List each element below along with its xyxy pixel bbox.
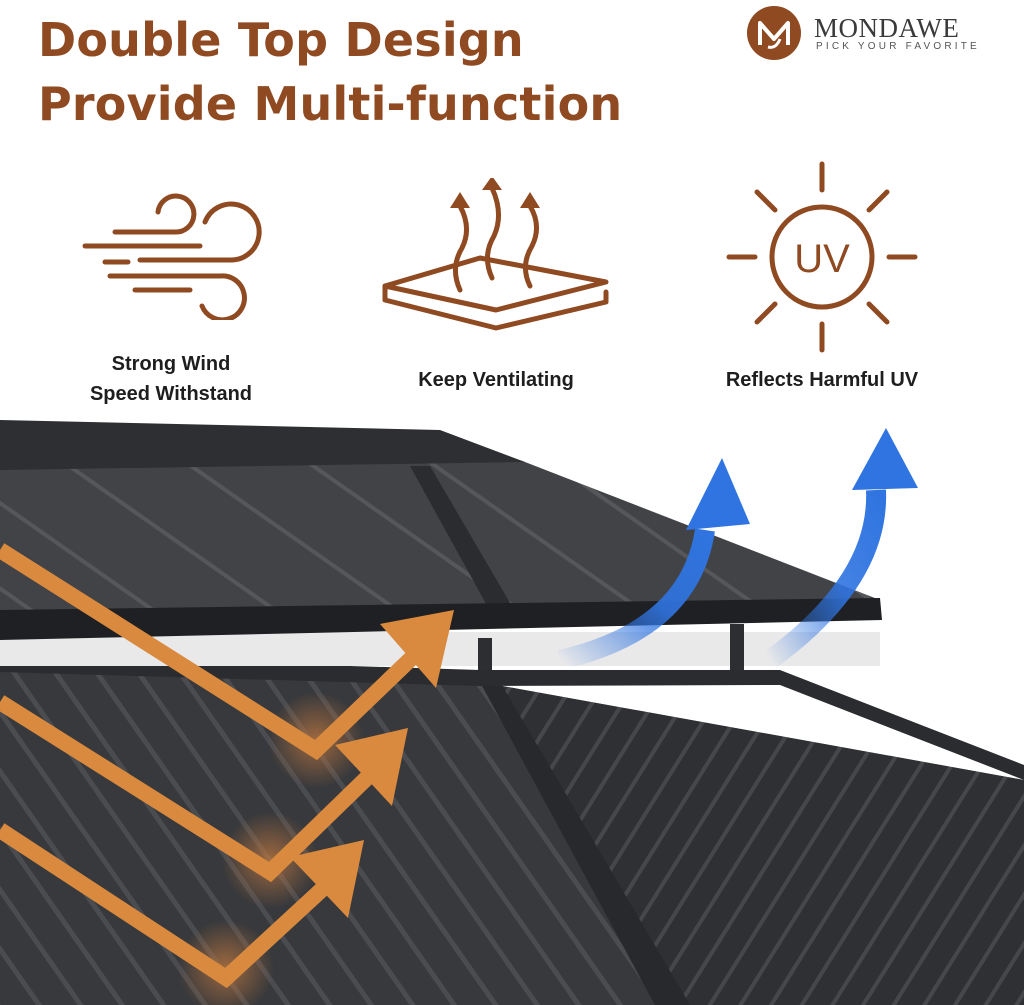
wind-arrows: [0, 543, 454, 1005]
upper-roof: [0, 420, 882, 640]
lower-roof: [0, 655, 1024, 1005]
gazebo-roof-scene: [0, 420, 1024, 1005]
ventilation-icon: [382, 178, 609, 331]
brand-name: MONDAWE: [814, 13, 960, 43]
brand-tagline: PICK YOUR FAVORITE: [816, 41, 980, 52]
feature-ventilation-label: Keep Ventilating: [380, 365, 612, 395]
mondawe-logo-icon: [747, 6, 801, 60]
feature-wind-line-2: Speed Withstand: [89, 383, 253, 405]
vent-post: [730, 624, 744, 670]
uv-icon-text: UV: [794, 237, 850, 281]
airflow-arrows: [557, 428, 918, 670]
vent-post: [478, 638, 492, 670]
wind-icon: [82, 193, 262, 320]
feature-wind-label: Strong Wind Speed Withstand: [60, 349, 282, 409]
headline-line-2: Provide Multi-function: [38, 77, 623, 131]
sun-uv-icon: UV: [726, 161, 918, 353]
feature-uv-label: Reflects Harmful UV: [700, 365, 944, 395]
feature-wind-line-1: Strong Wind: [111, 353, 231, 375]
feature-uv-line-1: Reflects Harmful UV: [725, 369, 919, 391]
feature-ventilation-line-1: Keep Ventilating: [418, 369, 574, 391]
headline: Double Top Design Provide Multi-function: [38, 8, 622, 136]
brand-logo: MONDAWE PICK YOUR FAVORITE: [746, 5, 1006, 61]
headline-line-1: Double Top Design: [38, 13, 524, 67]
